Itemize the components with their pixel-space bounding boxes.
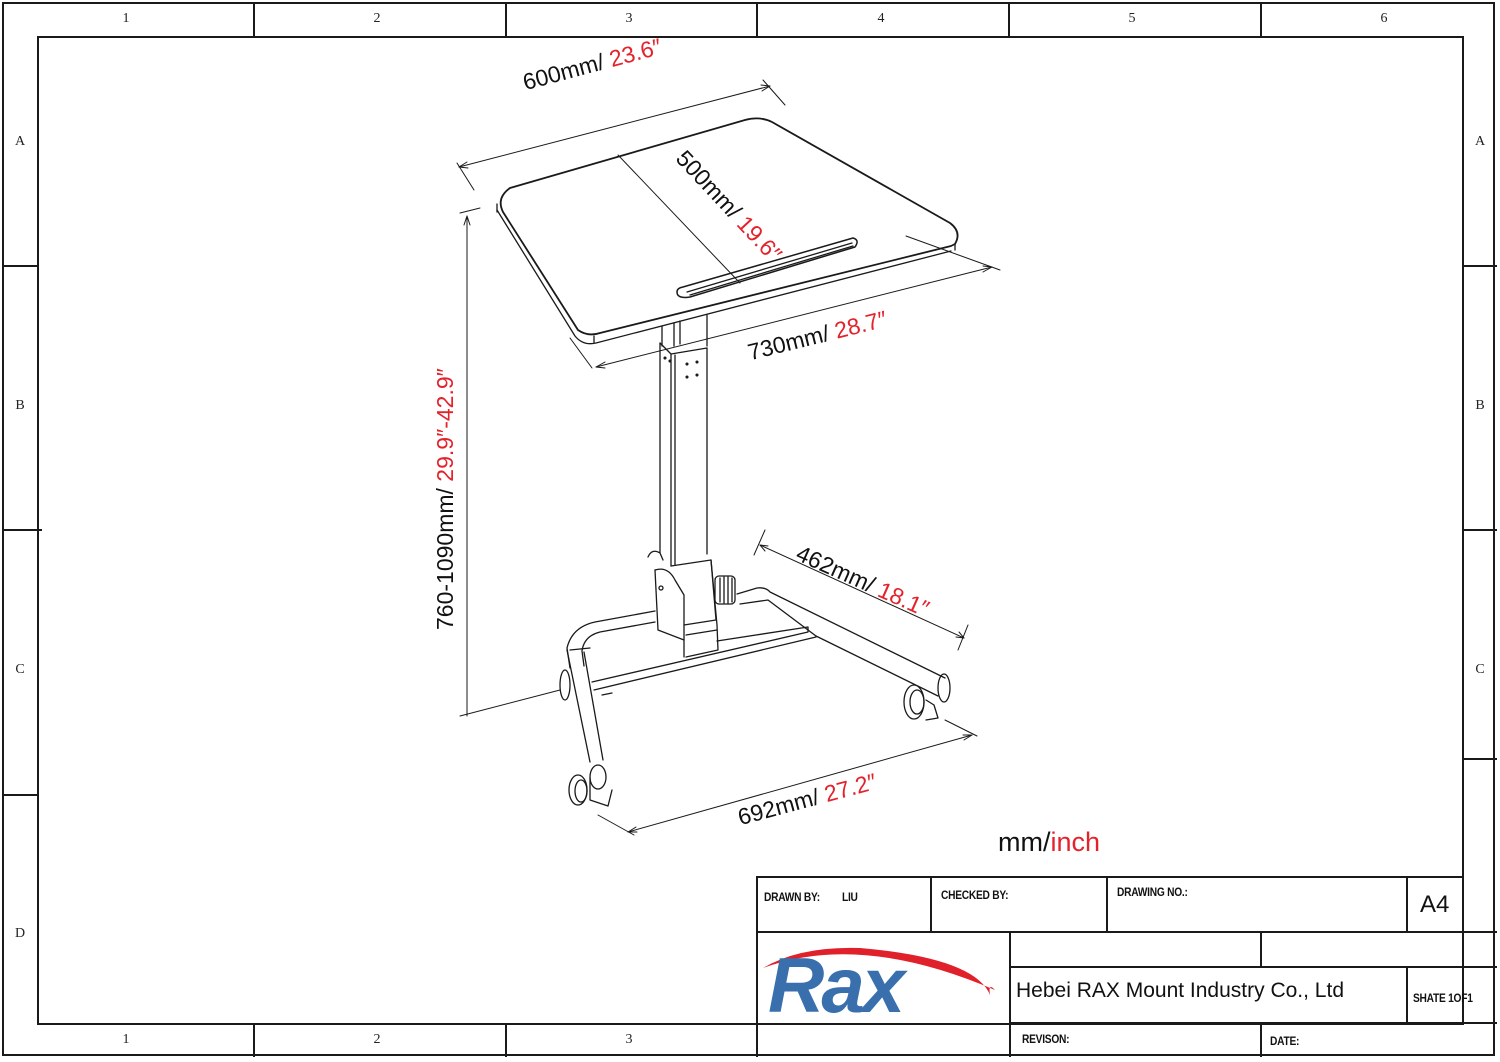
- title-block-line: [1406, 966, 1408, 1023]
- row-label: C: [15, 662, 25, 677]
- column-label: 1: [122, 1032, 130, 1047]
- dimension-lines: [456, 79, 1001, 836]
- column-divider: [505, 2, 507, 37]
- drawn-by-label: DRAWN BY:: [764, 890, 820, 904]
- title-block-line: [1406, 876, 1408, 932]
- sheet-number: SHATE 1OF1: [1413, 991, 1473, 1005]
- drawn-by-value: LIU: [842, 890, 858, 904]
- logo-swoosh-icon: [763, 947, 995, 995]
- row-divider: [2, 529, 42, 531]
- base: [559, 587, 951, 807]
- rax-logo: Rax: [760, 940, 1005, 1026]
- row-label: B: [15, 398, 25, 413]
- checked-by-label: CHECKED BY:: [941, 888, 1009, 902]
- dimension-mm: 760-1090mm/: [432, 488, 458, 630]
- column-label: 3: [625, 11, 633, 26]
- column-divider: [253, 1024, 255, 1057]
- drawing-no-label: DRAWING NO.:: [1117, 885, 1188, 899]
- column: [659, 314, 708, 567]
- lift-housing: [647, 550, 736, 658]
- title-block-line: [1009, 966, 1497, 968]
- title-block-line: [1260, 931, 1262, 967]
- row-label: A: [1474, 134, 1486, 149]
- row-label: C: [1475, 662, 1485, 677]
- row-divider: [1463, 265, 1497, 267]
- logo-text: Rax: [768, 941, 905, 1029]
- title-block-line: [756, 876, 1464, 878]
- row-divider: [1463, 758, 1497, 760]
- revision-label: REVISON:: [1022, 1032, 1070, 1046]
- title-block-line: [1009, 1022, 1497, 1024]
- row-divider: [1463, 529, 1497, 531]
- title-block-line: [1260, 1022, 1262, 1057]
- dimension-height: 760-1090mm/ 29.9″-42.9″: [432, 368, 459, 630]
- title-block-line: [1106, 876, 1108, 932]
- column-divider: [1008, 2, 1010, 37]
- column-divider: [1260, 2, 1262, 37]
- title-block-line: [930, 876, 932, 932]
- column-divider: [756, 2, 758, 37]
- units-inch: inch: [1050, 827, 1101, 857]
- units-mm: mm/: [998, 827, 1051, 857]
- dimension-inch: 29.9″-42.9″: [432, 368, 458, 489]
- column-label: 1: [122, 11, 130, 26]
- column-label: 6: [1380, 11, 1388, 26]
- units-legend: mm/inch: [998, 827, 1100, 858]
- title-block-line: [756, 931, 1497, 933]
- paper-size: A4: [1420, 891, 1450, 918]
- date-label: DATE:: [1270, 1034, 1300, 1048]
- column-label: 2: [373, 1032, 381, 1047]
- title-block-line: [1009, 931, 1011, 1057]
- row-divider: [2, 794, 38, 796]
- column-divider: [505, 1024, 507, 1057]
- company-name: Hebei RAX Mount Industry Co., Ltd: [1016, 979, 1344, 1002]
- title-block-line: [756, 876, 758, 1057]
- row-label: B: [1475, 398, 1485, 413]
- row-divider: [2, 265, 38, 267]
- column-label: 4: [877, 11, 885, 26]
- row-label: D: [14, 926, 26, 941]
- row-label: A: [14, 134, 26, 149]
- column-label: 3: [625, 1032, 633, 1047]
- column-label: 5: [1128, 11, 1136, 26]
- desktop-surface: [496, 117, 959, 345]
- column-divider: [253, 2, 255, 37]
- column-label: 2: [373, 11, 381, 26]
